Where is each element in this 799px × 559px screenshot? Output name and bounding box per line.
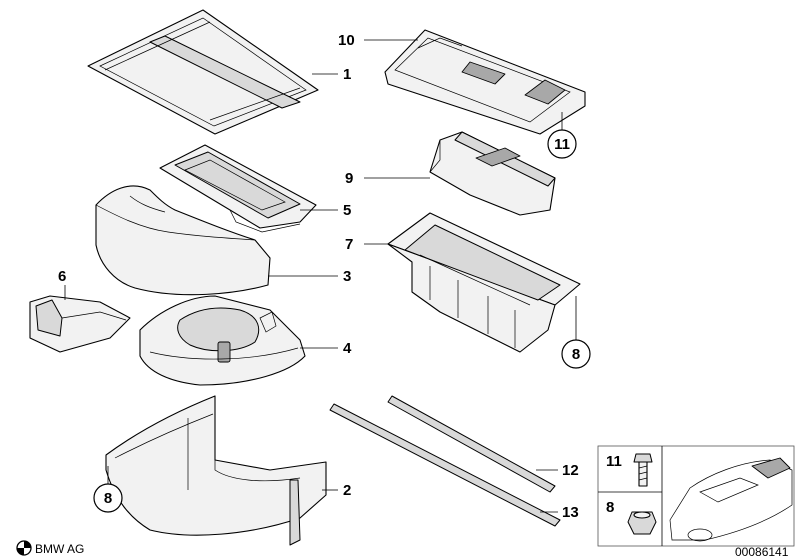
part-9-holder xyxy=(429,131,556,216)
callout-12: 12 xyxy=(562,462,579,479)
callout-6: 6 xyxy=(58,268,66,285)
part-5-insert xyxy=(159,144,317,233)
part-3-liner xyxy=(95,185,271,296)
leader-lines xyxy=(64,39,577,513)
callout-9: 9 xyxy=(345,170,353,187)
bmw-logo-icon xyxy=(16,540,32,556)
callout-8-circle-left: 8 xyxy=(93,483,123,513)
car-icon xyxy=(669,457,793,542)
callout-4: 4 xyxy=(343,340,352,357)
callout-5: 5 xyxy=(343,202,351,219)
inset-panel: 11 8 xyxy=(597,445,795,547)
callout-2: 2 xyxy=(343,482,351,499)
part-2-well-liner xyxy=(105,395,327,546)
part-1-floor-cover xyxy=(87,9,319,135)
callout-7: 7 xyxy=(345,236,353,253)
part-4-tray xyxy=(139,295,306,386)
part-10-cover xyxy=(384,29,586,135)
inset-nut-label: 8 xyxy=(606,499,614,516)
svg-text:11: 11 xyxy=(554,136,570,153)
part-12-strip xyxy=(387,395,556,493)
callout-10: 10 xyxy=(338,32,355,49)
svg-text:8: 8 xyxy=(104,490,112,507)
callout-11-circle: 11 xyxy=(547,129,577,159)
part-13-strip xyxy=(329,403,561,527)
footer-brand: BMW AG xyxy=(35,542,84,556)
nut-icon xyxy=(627,511,657,535)
part-6-small-tray xyxy=(29,295,131,353)
callout-13: 13 xyxy=(562,504,579,521)
callout-3: 3 xyxy=(343,268,351,285)
inset-bolt-label: 11 xyxy=(606,453,622,470)
callout-8-circle-right: 8 xyxy=(561,339,591,369)
image-number: 00086141 xyxy=(735,545,789,559)
callout-1: 1 xyxy=(343,66,351,83)
part-7-box xyxy=(387,212,581,353)
bolt-icon xyxy=(633,453,653,487)
svg-text:8: 8 xyxy=(572,346,580,363)
